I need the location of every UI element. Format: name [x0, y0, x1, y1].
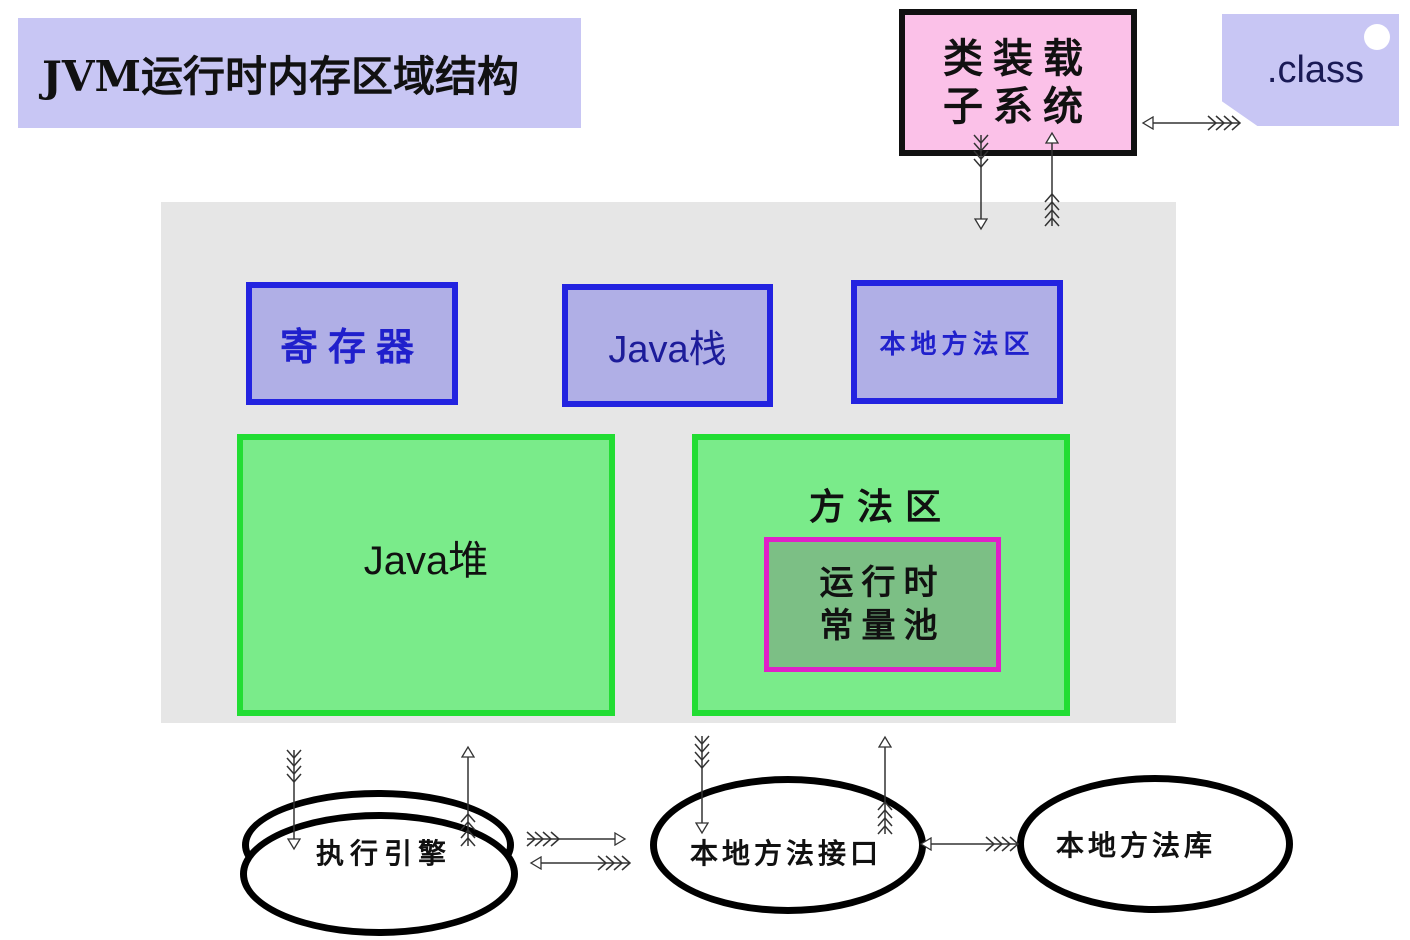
execution-engine-ellipse: [240, 812, 518, 936]
native-library-label: 本地方法库: [1056, 829, 1217, 862]
constant-pool-line2: 常量池: [819, 605, 946, 646]
class-loader-line2: 子系统: [943, 82, 1093, 130]
java-stack-box: Java栈: [562, 284, 773, 407]
java-heap-box: Java堆: [237, 434, 615, 716]
class-file: .class: [1222, 14, 1399, 126]
native-method-stack-label: 本地方法区: [879, 329, 1035, 360]
execution-engine-label: 执行引擎: [316, 837, 453, 870]
runtime-constant-pool: 运行时 常量池: [764, 537, 1001, 672]
registers-label: 寄存器: [279, 324, 424, 369]
native-interface-label: 本地方法接口: [690, 837, 883, 870]
constant-pool-line1: 运行时: [819, 563, 946, 603]
diagram-title: JVM运行时内存区域结构: [18, 18, 581, 128]
class-loader-line1: 类装载: [943, 34, 1093, 82]
class-file-label: .class: [1266, 48, 1365, 91]
class-loader-subsystem: 类装载 子系统: [899, 9, 1137, 156]
native-method-stack-box: 本地方法区: [851, 280, 1063, 404]
method-area-label: 方法区: [808, 486, 953, 528]
native-library-ellipse: [1017, 775, 1293, 913]
java-heap-label: Java堆: [363, 539, 489, 583]
diagram-title-text: JVM运行时内存区域结构: [42, 51, 519, 101]
registers-box: 寄存器: [246, 282, 458, 405]
java-stack-label: Java栈: [608, 329, 727, 371]
class-file-dot: [1364, 24, 1390, 50]
